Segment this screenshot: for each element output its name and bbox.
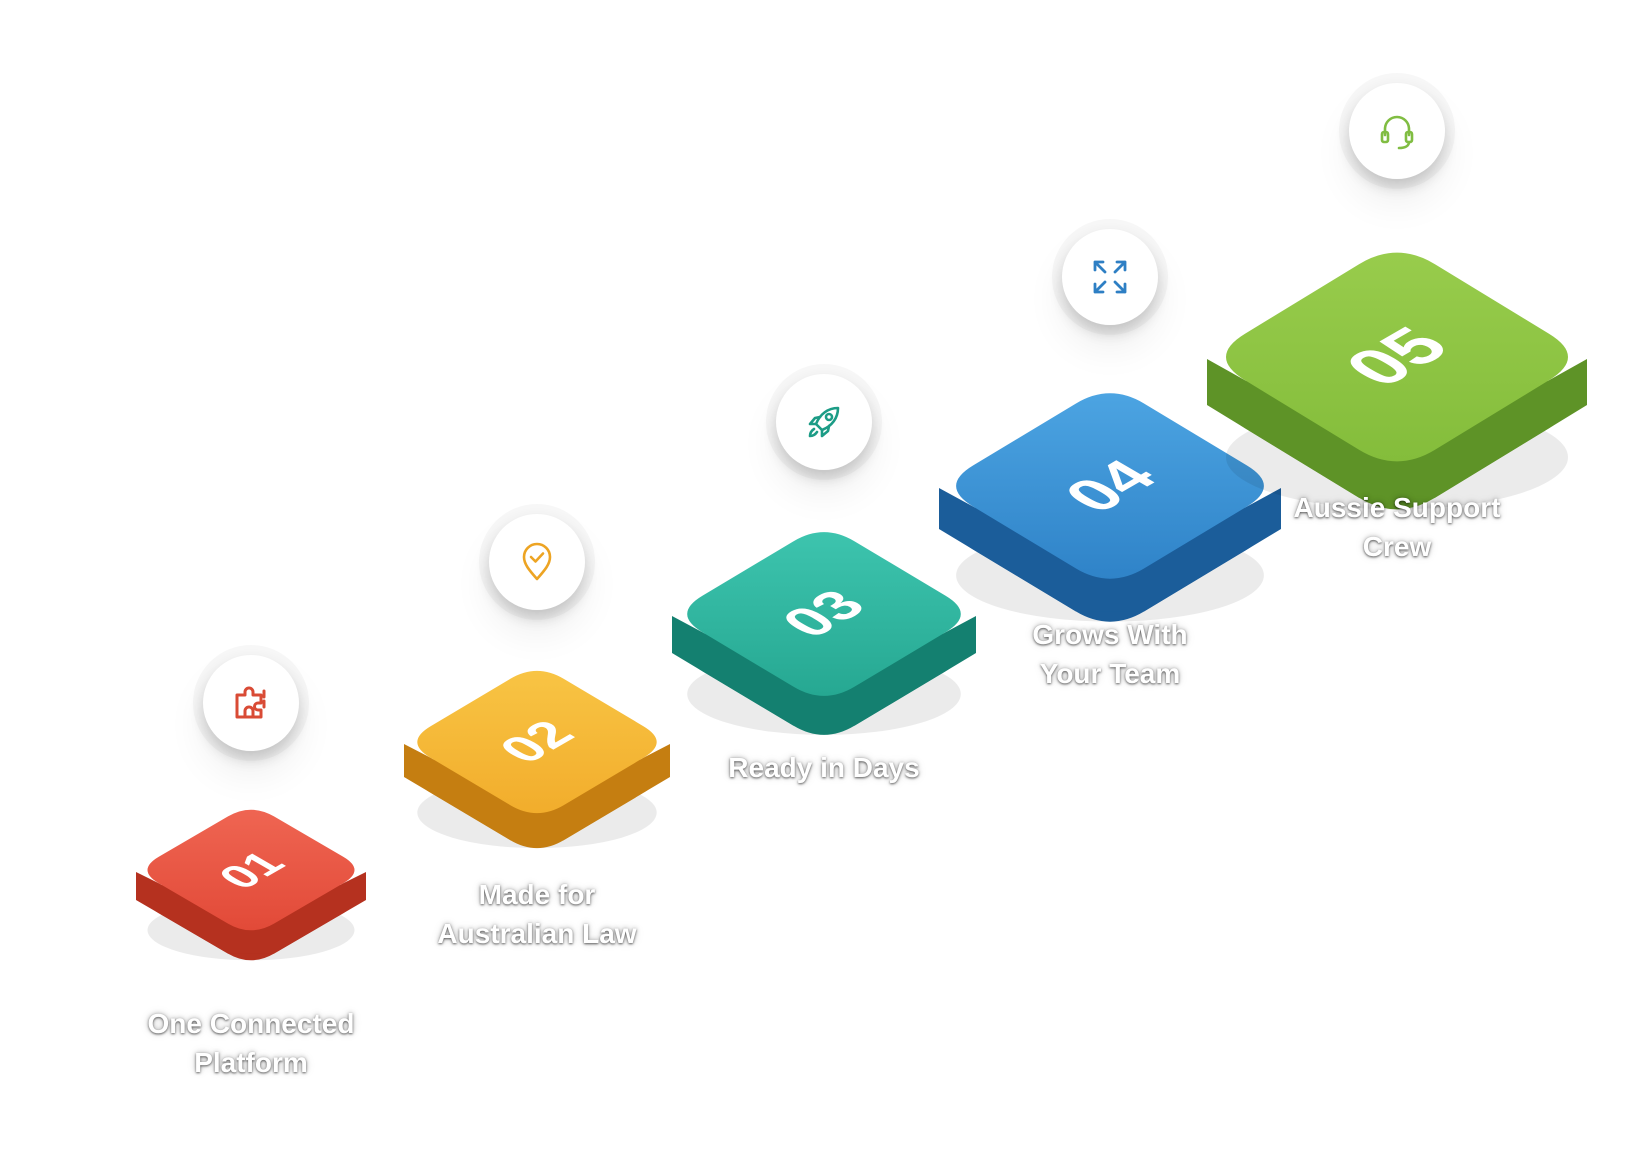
step-4-icon-circle — [1062, 229, 1158, 325]
step-1-icon-badge — [203, 655, 299, 751]
step-5-icon-circle — [1349, 83, 1445, 179]
step-1-tile-top — [147, 809, 355, 931]
step-3-tile-top — [687, 532, 961, 696]
step-3-icon-badge — [776, 374, 872, 470]
step-2-caption-line2: Australian Law — [437, 918, 637, 949]
step-5-tile-top — [1226, 252, 1568, 462]
step-4-tile-side-band — [939, 488, 1281, 612]
step-1-caption-line1: One Connected — [147, 1008, 355, 1039]
step-5-caption: Aussie Support Crew — [1247, 488, 1547, 566]
rocket-icon — [808, 406, 840, 438]
step-4-tile: 04 — [939, 393, 1281, 622]
step-2-caption-line1: Made for — [478, 879, 596, 910]
step-1-icon-circle — [203, 655, 299, 751]
step-3-caption: Ready in Days — [674, 748, 974, 787]
step-2-tile-side-band — [404, 744, 670, 841]
step-2-icon-badge — [489, 514, 585, 610]
step-3-icon-circle — [776, 374, 872, 470]
step-5-icon-badge — [1349, 83, 1445, 179]
step-2-tile: 02 — [404, 670, 670, 849]
step-5-tile-side-band — [1207, 359, 1587, 498]
step-1-caption: One Connected Platform — [101, 1004, 401, 1082]
step-4-tile-top — [956, 393, 1264, 579]
step-4-caption-line1: Grows With — [1032, 619, 1188, 650]
step-4-caption: Grows With Your Team — [960, 615, 1260, 693]
step-4-caption-line2: Your Team — [1039, 658, 1181, 689]
headset-icon — [1380, 115, 1414, 150]
step-5-caption-line2: Crew — [1362, 531, 1432, 562]
step-2-icon-circle — [489, 514, 585, 610]
step-5-tile: 05 — [1207, 252, 1587, 510]
step-3-tile-side-band — [672, 616, 976, 726]
expand-arrows-icon — [1093, 260, 1127, 294]
puzzle-piece-icon — [235, 686, 266, 719]
step-2-tile-top — [417, 670, 657, 814]
step-5-caption-line1: Aussie Support — [1293, 492, 1501, 523]
step-2-caption: Made for Australian Law — [387, 875, 687, 953]
step-1-tile-side-band — [136, 872, 366, 954]
step-1-tile: 01 — [136, 809, 366, 961]
step-3-tile: 03 — [672, 532, 976, 735]
map-pin-check-icon — [522, 542, 552, 581]
step-3-caption-line1: Ready in Days — [728, 752, 920, 783]
step-1-caption-line2: Platform — [194, 1047, 308, 1078]
step-4-icon-badge — [1062, 229, 1158, 325]
